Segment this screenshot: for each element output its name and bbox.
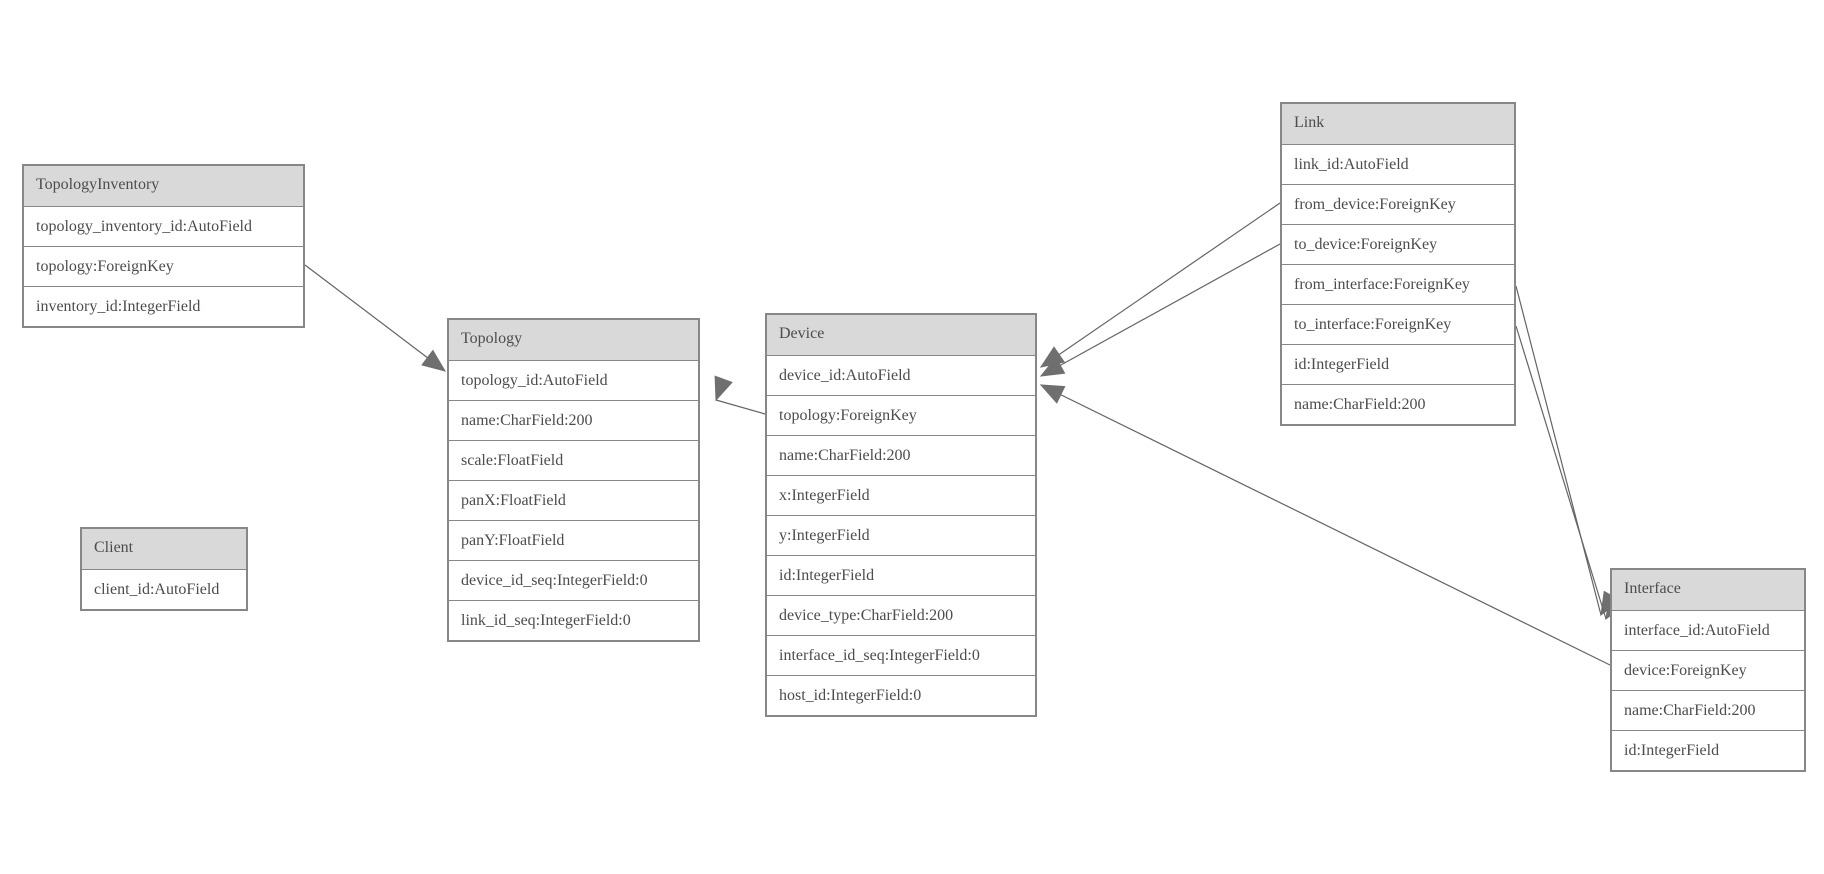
entity-field-row: id:IntegerField [1282, 344, 1514, 384]
edge-topologyinventory-topology-arrowhead-icon [421, 349, 447, 372]
entity-field-row: link_id:AutoField [1282, 144, 1514, 184]
edge-interface-device-device-line [1040, 384, 1611, 666]
edge-link-from-interface-interface-line [1515, 285, 1602, 616]
edge-device-topology-arrowhead-icon [714, 375, 733, 402]
entity-field-row: to_device:ForeignKey [1282, 224, 1514, 264]
entity-field-row: topology:ForeignKey [24, 246, 303, 286]
entity-topology-title: Topology [449, 320, 698, 360]
entity-field-row: panX:FloatField [449, 480, 698, 520]
entity-field-row: to_interface:ForeignKey [1282, 304, 1514, 344]
entity-field-row: host_id:IntegerField:0 [767, 675, 1035, 715]
entity-field-row: topology:ForeignKey [767, 395, 1035, 435]
entity-field-row: name:CharField:200 [767, 435, 1035, 475]
entity-interface-title: Interface [1612, 570, 1804, 610]
entity-field-row: scale:FloatField [449, 440, 698, 480]
entity-field-row: panY:FloatField [449, 520, 698, 560]
entity-field-row: name:CharField:200 [1282, 384, 1514, 424]
entity-link-title: Link [1282, 104, 1514, 144]
edge-device-topology-line [715, 399, 766, 415]
entity-field-row: topology_id:AutoField [449, 360, 698, 400]
entity-field-row: topology_inventory_id:AutoField [24, 206, 303, 246]
entity-device-title: Device [767, 315, 1035, 355]
entity-field-row: inventory_id:IntegerField [24, 286, 303, 326]
entity-field-row: id:IntegerField [1612, 730, 1804, 770]
entity-field-row: client_id:AutoField [82, 569, 246, 609]
entity-field-row: from_interface:ForeignKey [1282, 264, 1514, 304]
entity-field-row: link_id_seq:IntegerField:0 [449, 600, 698, 640]
edge-link-to-device-device-line [1040, 243, 1281, 377]
entity-field-row: device_id_seq:IntegerField:0 [449, 560, 698, 600]
entity-client-title: Client [82, 529, 246, 569]
edge-topologyinventory-topology-line [304, 264, 446, 372]
entity-topology-inventory-title: TopologyInventory [24, 166, 303, 206]
entity-field-row: name:CharField:200 [449, 400, 698, 440]
entity-field-row: interface_id_seq:IntegerField:0 [767, 635, 1035, 675]
entity-field-row: interface_id:AutoField [1612, 610, 1804, 650]
entity-field-row: from_device:ForeignKey [1282, 184, 1514, 224]
entity-field-row: device_type:CharField:200 [767, 595, 1035, 635]
entity-field-row: x:IntegerField [767, 475, 1035, 515]
entity-field-row: device:ForeignKey [1612, 650, 1804, 690]
entity-field-row: name:CharField:200 [1612, 690, 1804, 730]
entity-field-row: device_id:AutoField [767, 355, 1035, 395]
edge-interface-device-device-arrowhead-icon [1039, 384, 1066, 404]
entity-field-row: y:IntegerField [767, 515, 1035, 555]
edge-link-to-interface-interface-line [1515, 325, 1607, 620]
edge-link-to-device-device-arrowhead-icon [1039, 356, 1066, 377]
entity-field-row: id:IntegerField [767, 555, 1035, 595]
edge-link-from-device-device-line [1040, 202, 1281, 368]
